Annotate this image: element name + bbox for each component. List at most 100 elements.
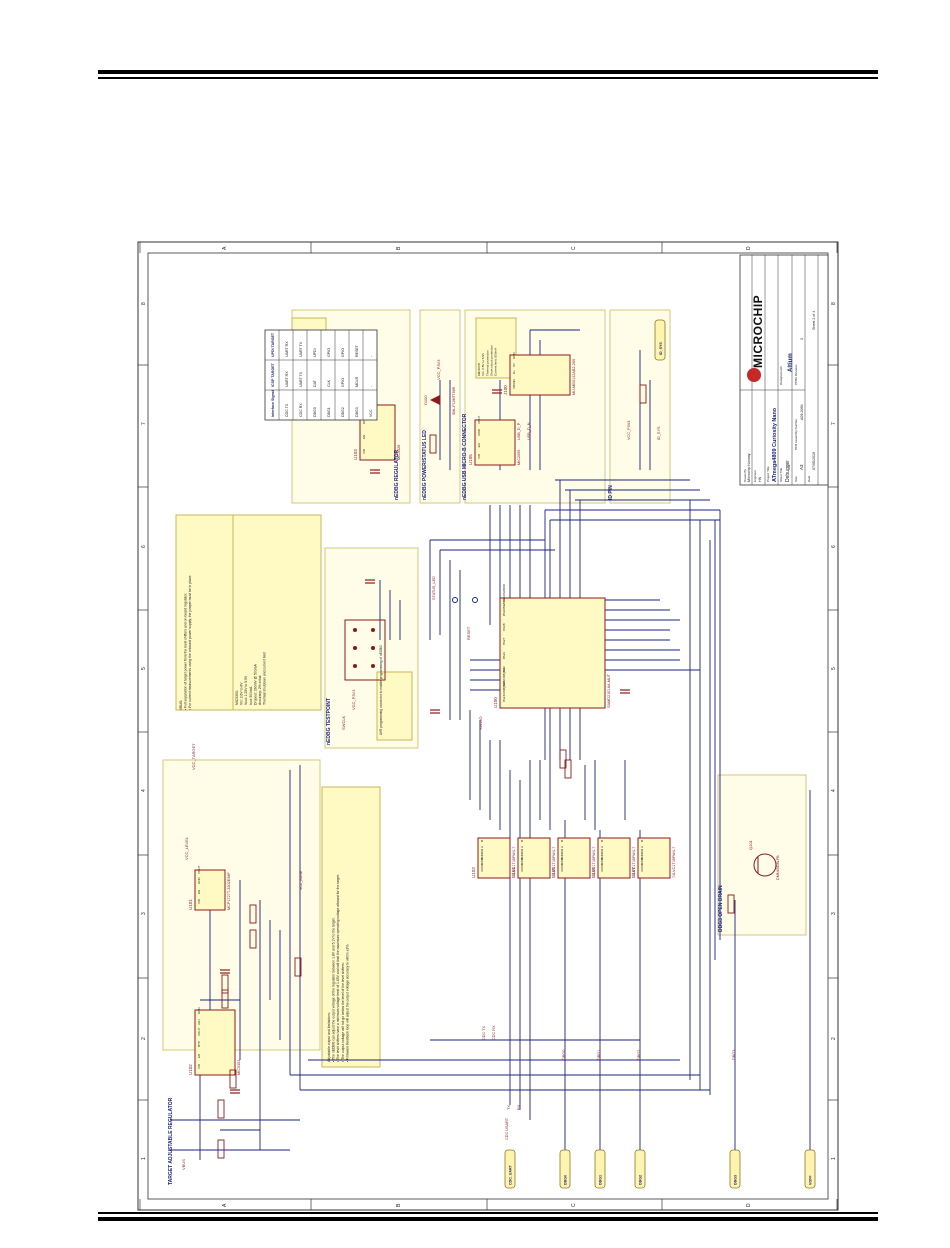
u101-switch-pin: GND bbox=[197, 877, 201, 885]
tb-drawn-label: Drawn By bbox=[743, 468, 747, 482]
level-shifter-1-pin: DIR bbox=[520, 848, 524, 854]
u101-switch-ref: U101 bbox=[188, 899, 193, 910]
note-mic2005: Thermal protection bbox=[485, 350, 489, 376]
note-mic5353: Thermal shutdown and current limit bbox=[263, 652, 267, 705]
resistor bbox=[564, 759, 572, 779]
tb-date: 07/05/2019 bbox=[812, 452, 816, 470]
level-shifter-1-pin: GND bbox=[520, 853, 524, 861]
tb-engineer: HN bbox=[758, 476, 762, 482]
level-shifter-0-ref: U103 bbox=[471, 867, 476, 878]
note-target-reg: Adjustable output and limitations: bbox=[327, 1012, 331, 1062]
net-usb-dp: USB_D_P bbox=[517, 422, 521, 440]
resistor bbox=[217, 1139, 225, 1159]
level-shifter-0-pin: B bbox=[480, 840, 484, 842]
microchip-logo-text: MICROCHIP bbox=[751, 295, 765, 368]
net-vcc-p3v3-led: VCC_P3V3 bbox=[436, 359, 441, 380]
level-shifter-3 bbox=[597, 837, 631, 879]
tb-sheet-title: Debugger bbox=[785, 460, 791, 482]
u103-regulator-pin: EN bbox=[362, 435, 366, 439]
grid-row-left: 2 bbox=[141, 1037, 147, 1040]
note-mic2005: MIC2005: bbox=[477, 362, 481, 376]
u105-power-switch-ref: U105 bbox=[468, 454, 473, 465]
pin-table-cell: DBG1 bbox=[327, 407, 331, 417]
level-shifter-2-pin: VCCB bbox=[560, 858, 564, 866]
net-dbg0: DBG0 bbox=[562, 1050, 566, 1060]
grid-col-bottom: B bbox=[396, 1203, 402, 1207]
pin-table-cell: UART RX bbox=[285, 371, 289, 387]
level-shifter-2-pin: GND bbox=[560, 853, 564, 861]
net-vcc-p3v3: VCC_P3V3 bbox=[351, 689, 356, 710]
u105-power-switch-pin: GND bbox=[477, 428, 481, 436]
note-mic5353: Vin: 2.6V to 6V bbox=[240, 682, 244, 705]
level-shifter-0-pin: DIR bbox=[480, 848, 484, 854]
tb-size-label: Size bbox=[794, 476, 798, 482]
level-shifter-1 bbox=[517, 837, 551, 879]
level-shifter-1-part: 74LVC1T45FW4-7 bbox=[552, 847, 556, 878]
test-point bbox=[472, 597, 478, 603]
level-shifter-2-ref: U105 bbox=[551, 867, 556, 878]
net-uart-rx: RX bbox=[517, 1104, 521, 1110]
note-avr-prog: AVR programming connector to enable prog… bbox=[379, 645, 383, 735]
pin-table-cell: RESET bbox=[355, 344, 359, 357]
net-vcc-edge: VCC_EDGE bbox=[299, 870, 303, 890]
level-shifter-2-pin: DIR bbox=[560, 848, 564, 854]
q101-part: DMN65D8LFB bbox=[776, 855, 780, 880]
u101-switch-pin: VIN bbox=[197, 899, 201, 904]
note-target-reg: • The output voltage will not go below t… bbox=[341, 962, 345, 1062]
level-shifter-4-pin: B bbox=[640, 840, 644, 842]
net-swclk: SWCLK bbox=[341, 715, 346, 730]
resistor bbox=[221, 989, 229, 1009]
pin-table-cell: - bbox=[369, 355, 373, 357]
level-shifter-1-pin: B bbox=[520, 840, 524, 842]
u105-power-switch-part: MIC2005 bbox=[517, 450, 521, 465]
j100-usb-connector bbox=[509, 354, 571, 396]
pin-table-cell: VCC bbox=[369, 409, 373, 417]
tb-pcb-rev: 3 bbox=[800, 338, 804, 340]
u101-switch-part: MCP1727T-3302E/MF bbox=[227, 872, 231, 910]
u100-mcu-part: SAMD21E18A-MUT bbox=[607, 673, 611, 708]
grid-col-top: B bbox=[396, 246, 402, 250]
grid-col-top: A bbox=[222, 246, 228, 250]
edge-connector bbox=[804, 1149, 816, 1189]
level-shifter-3-pin: A bbox=[600, 846, 604, 848]
net-reset: RESET bbox=[466, 626, 471, 640]
level-shifter-2-part: 74LVC1T45FW4-7 bbox=[592, 847, 596, 878]
note-mic5353: Iout: 500mA bbox=[249, 686, 253, 705]
edge-connector-label: VOFF bbox=[809, 1175, 813, 1185]
level-shifter-4-pin: VCCB bbox=[640, 858, 644, 866]
resistor bbox=[249, 929, 257, 949]
tb-design-tool: Altium bbox=[788, 353, 794, 372]
resistor bbox=[639, 384, 647, 404]
edge-connector bbox=[729, 1149, 741, 1189]
grid-row-left: 6 bbox=[141, 545, 147, 548]
level-shifter-1-pin: A bbox=[520, 846, 524, 848]
net-swdio: SWDIO bbox=[478, 716, 483, 730]
u102-regulator-part: MIC5353 bbox=[237, 1060, 241, 1075]
u105-power-switch-pin: VOUT bbox=[477, 415, 481, 424]
net-vcc-level: VCC_LEVEL bbox=[184, 836, 189, 860]
level-shifter-3-ref: U106 bbox=[591, 867, 596, 878]
grid-row-left: 8 bbox=[141, 302, 147, 305]
j100-usb-connector-pin: ID bbox=[512, 363, 516, 367]
net-cdc-rx: CDC RX bbox=[492, 1025, 496, 1040]
grid-row-right: 7 bbox=[831, 422, 837, 425]
grid-row-right: 6 bbox=[831, 545, 837, 548]
rotated-texts: VBUSVCC_TARGETVCC_LEVELVCC_EDGESWCLKVCC_… bbox=[168, 359, 736, 1185]
note-vbus-switch: • For current measurements using the onb… bbox=[188, 575, 192, 710]
grid-row-right: 8 bbox=[831, 302, 837, 305]
level-shifter-0-pin: A bbox=[480, 846, 484, 848]
grid-row-right: 2 bbox=[831, 1037, 837, 1040]
level-shifter-3-pin: GND bbox=[600, 853, 604, 861]
note-mic5353: Accuracy: 2% initial bbox=[258, 675, 262, 705]
edge-connector-label: DBG0 bbox=[564, 1175, 568, 1185]
edge-connector-label: CDC_UART bbox=[509, 1164, 513, 1185]
level-shifter-2 bbox=[557, 837, 591, 879]
u105-power-switch-pin: EN bbox=[477, 443, 481, 447]
note-mic2005: Short-circuit protection bbox=[490, 345, 494, 376]
section-dbg3-open-drain: DBG3 OPEN DRAIN bbox=[718, 885, 724, 932]
u101-switch-pin: VOUT bbox=[197, 865, 201, 874]
pin-table-cell: MCLR bbox=[355, 376, 359, 387]
u100-mcu-pin: PA28 bbox=[502, 623, 506, 630]
level-shifter-1-pin: VCCB bbox=[520, 858, 524, 866]
